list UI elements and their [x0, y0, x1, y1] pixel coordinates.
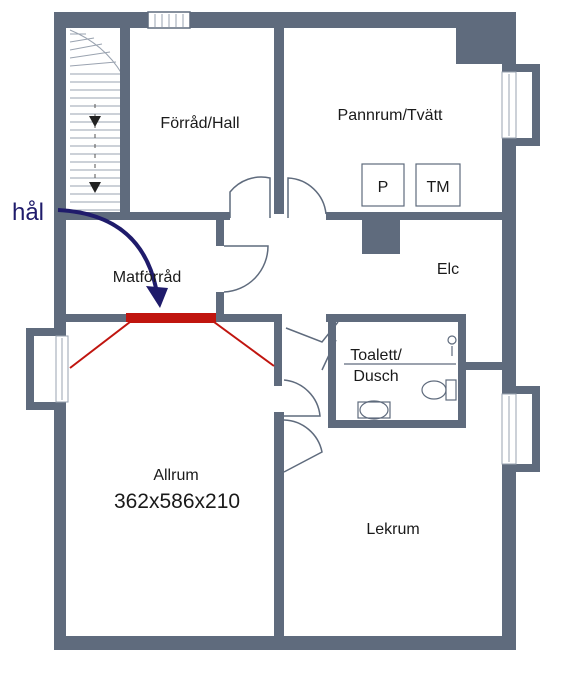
toilet-icon	[421, 380, 447, 400]
room-label-family-room: Allrum	[153, 467, 198, 484]
room-dimensions-family-room: 362x586x210	[114, 490, 240, 513]
shower-icon	[447, 335, 457, 345]
room-label-toilet-2: Dusch	[353, 368, 398, 385]
right-window-top	[501, 64, 540, 146]
laundry-box	[415, 163, 461, 207]
hole-outline	[69, 321, 275, 369]
boiler-box-label: P	[378, 179, 389, 196]
right-window-bottom	[501, 386, 540, 472]
stair-arrow-icon	[89, 116, 101, 127]
stair-arrow-icon	[89, 182, 101, 193]
sink-icon	[359, 400, 389, 420]
doors	[223, 176, 339, 473]
room-label-boiler-laundry: Pannrum/Tvätt	[338, 107, 443, 124]
annotation-arrowhead-icon	[146, 286, 168, 308]
room-label-electrical: Elc	[437, 261, 459, 278]
room-label-play-room: Lekrum	[366, 521, 419, 538]
laundry-box-label: TM	[426, 179, 449, 196]
room-label-storage-hall: Förråd/Hall	[160, 114, 239, 132]
boiler-box	[361, 163, 405, 207]
annotation-label: hål	[12, 199, 44, 226]
corner-block	[456, 28, 502, 64]
annotation-arrow	[57, 208, 158, 289]
room-label-toilet-1: Toalett/	[350, 347, 402, 364]
left-window	[26, 328, 69, 410]
hole-highlight	[126, 313, 216, 322]
room-label-pantry: Matförråd	[113, 268, 181, 286]
top-window	[147, 11, 191, 29]
toilet-fixtures	[344, 335, 457, 420]
